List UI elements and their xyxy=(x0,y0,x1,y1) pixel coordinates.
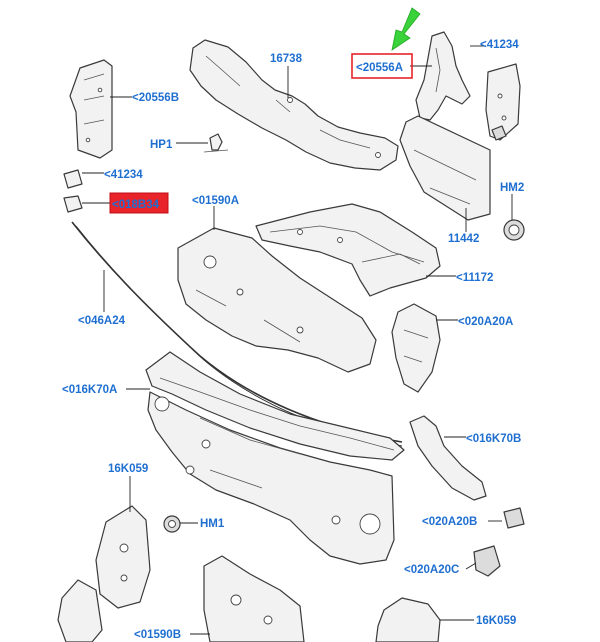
part-20556B-pad[interactable] xyxy=(69,59,113,159)
part-020A20C-bracket[interactable] xyxy=(473,545,501,577)
label-11172[interactable]: <11172 xyxy=(456,272,493,284)
part-20556A-bracket[interactable] xyxy=(415,31,471,121)
label-20556A[interactable]: <20556A xyxy=(356,62,403,74)
label-20556B[interactable]: <20556B xyxy=(132,92,179,104)
part-01590B-lower-panel[interactable] xyxy=(203,555,305,642)
part-16K059-lower-bracket[interactable] xyxy=(57,579,103,642)
part-016K70A-cowl-panel[interactable] xyxy=(145,351,405,461)
green-arrow-icon xyxy=(391,7,421,51)
part-01590A-dash-panel[interactable] xyxy=(177,227,377,373)
part-16738-insulator[interactable] xyxy=(189,39,399,171)
leader-lines xyxy=(82,45,513,635)
label-HP1[interactable]: HP1 xyxy=(150,139,173,151)
part-11172-cowl-bracket[interactable] xyxy=(255,203,441,297)
part-020A20B-block[interactable] xyxy=(503,507,525,529)
label-HM1[interactable]: HM1 xyxy=(200,518,225,530)
part-016K70B-brace[interactable] xyxy=(409,415,487,501)
label-016K70A[interactable]: <016K70A xyxy=(62,384,117,396)
part-16K059-left-bracket[interactable] xyxy=(95,505,151,609)
part-HP1-clip[interactable] xyxy=(203,133,229,153)
label-018B34[interactable]: <018B34 xyxy=(112,199,160,211)
part-41234-left-pad[interactable] xyxy=(63,169,83,189)
highlight-fill-018B34 xyxy=(109,192,169,214)
highlight-box-20556A xyxy=(351,53,413,79)
part-020A20A-bracket[interactable] xyxy=(391,303,441,393)
label-020A20C[interactable]: <020A20C xyxy=(404,564,459,576)
label-01590A[interactable]: <01590A xyxy=(192,195,239,207)
part-41234-right-bracket[interactable] xyxy=(485,63,521,141)
label-41234-top[interactable]: <41234 xyxy=(480,39,519,51)
part-018B34-block[interactable] xyxy=(63,195,83,213)
label-16K059-left[interactable]: 16K059 xyxy=(108,463,148,475)
label-01590B[interactable]: <01590B xyxy=(134,629,181,641)
label-16K059-right[interactable]: 16K059 xyxy=(476,615,516,627)
part-11442-panel[interactable] xyxy=(399,115,491,221)
part-main-dash-lower[interactable] xyxy=(147,391,395,565)
part-16K059-right-bracket[interactable] xyxy=(375,597,441,642)
part-HM2-grommet[interactable] xyxy=(503,219,525,241)
label-HM2[interactable]: HM2 xyxy=(500,182,524,194)
label-046A24[interactable]: <046A24 xyxy=(78,315,126,327)
label-020A20B[interactable]: <020A20B xyxy=(422,516,477,528)
label-11442[interactable]: 11442 xyxy=(448,233,479,245)
label-020A20A[interactable]: <020A20A xyxy=(458,316,513,328)
label-41234-left[interactable]: <41234 xyxy=(104,169,143,181)
label-16738[interactable]: 16738 xyxy=(270,53,303,65)
label-016K70B[interactable]: <016K70B xyxy=(466,433,521,445)
part-HM1-grommet[interactable] xyxy=(163,515,181,533)
